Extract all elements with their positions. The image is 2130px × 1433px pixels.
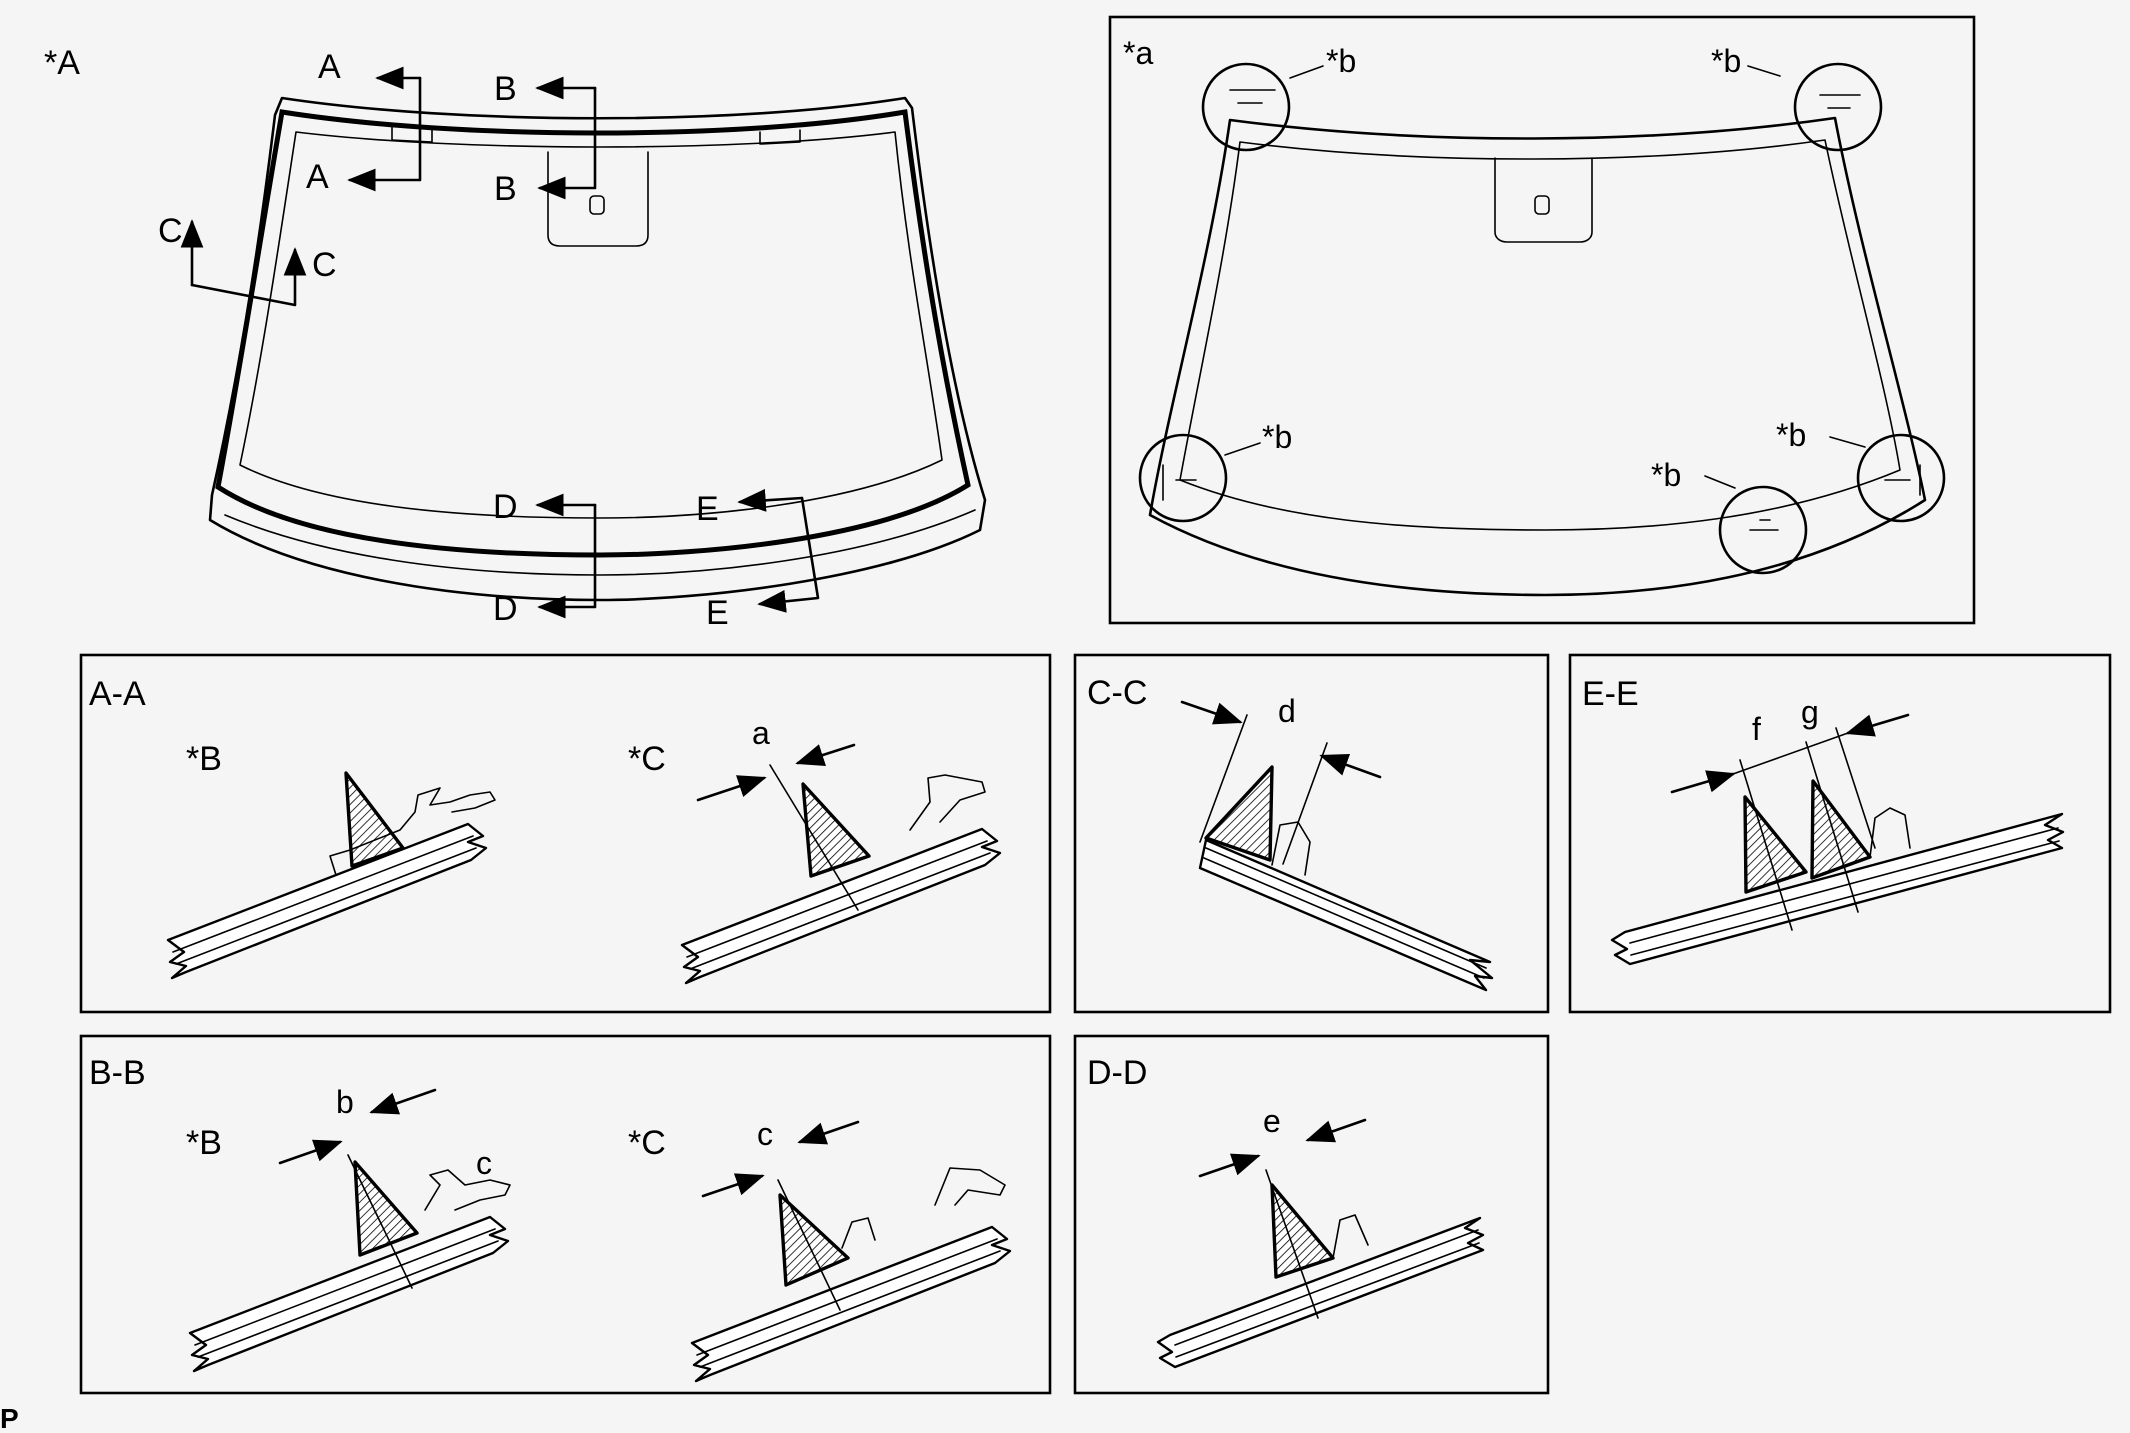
section-marker-e-bottom: E bbox=[706, 594, 729, 632]
c-c-adhesive bbox=[1204, 765, 1274, 862]
e-e-molding bbox=[1869, 807, 1911, 858]
footer-code: P bbox=[0, 1403, 19, 1433]
inset-windshield-outline bbox=[1148, 116, 1927, 597]
section-b-b-variant-c: *C bbox=[628, 1124, 666, 1162]
section-marker-d-bottom: D bbox=[493, 590, 518, 628]
section-marker-c-left: C bbox=[158, 212, 183, 250]
section-a-a-variant-b: *B bbox=[186, 740, 222, 778]
c-c-dim-d-label: d bbox=[1278, 693, 1296, 729]
e-e-dim-g bbox=[1845, 713, 1910, 737]
b-b-right-glass bbox=[690, 1225, 1012, 1383]
spacer-callout-lower-left bbox=[1138, 433, 1228, 523]
section-c-c-panel: C-C d bbox=[1073, 653, 1550, 1014]
spacer-label-5: *b bbox=[1776, 417, 1806, 453]
e-e-adhesive-1 bbox=[1743, 795, 1808, 894]
section-d-d-title: D-D bbox=[1087, 1054, 1147, 1092]
inset-mirror-mount bbox=[1494, 157, 1593, 243]
section-a-a-panel: A-A *B *C a bbox=[79, 653, 1052, 1014]
windshield-lower-edge bbox=[224, 509, 976, 576]
b-b-right-molding bbox=[841, 1167, 1006, 1249]
inset-label: *a bbox=[1123, 35, 1153, 71]
b-b-left-adhesive bbox=[353, 1160, 419, 1257]
section-e-e-title: E-E bbox=[1582, 675, 1639, 713]
section-marker-c-right: C bbox=[312, 246, 337, 284]
section-marker-a-bottom: A bbox=[306, 158, 329, 196]
mirror-sensor bbox=[589, 195, 605, 215]
section-line-d bbox=[537, 503, 597, 619]
section-a-a-frame bbox=[79, 653, 1052, 1014]
b-b-dim-c bbox=[701, 1173, 765, 1198]
b-b-note-c-label: c bbox=[476, 1145, 492, 1181]
a-a-left-glass bbox=[166, 822, 488, 980]
section-d-d-panel: D-D e bbox=[1073, 1034, 1550, 1395]
d-d-dim-e-label: e bbox=[1263, 1103, 1281, 1139]
a-a-dim-a-label: a bbox=[752, 715, 770, 751]
spacer-label-2: *b bbox=[1711, 43, 1741, 79]
spacer-callout-lower-center bbox=[1718, 485, 1808, 575]
a-a-right-molding bbox=[909, 774, 986, 831]
b-b-dim-c-label: c bbox=[757, 1116, 773, 1152]
section-marker-e-top: E bbox=[696, 490, 719, 528]
main-view-label: *A bbox=[44, 44, 80, 82]
e-e-dim-f bbox=[1670, 770, 1736, 794]
e-e-adhesive-2 bbox=[1810, 779, 1872, 880]
b-b-right-adhesive bbox=[778, 1193, 850, 1287]
spacer-label-4: *b bbox=[1651, 457, 1681, 493]
spacer-label-1: *b bbox=[1326, 43, 1356, 79]
a-a-left-adhesive bbox=[344, 771, 405, 868]
section-d-d-frame bbox=[1073, 1034, 1550, 1395]
d-d-dim-e bbox=[1198, 1153, 1261, 1178]
c-c-molding bbox=[1271, 821, 1311, 876]
spacer-label-3: *b bbox=[1262, 419, 1292, 455]
section-marker-d-top: D bbox=[493, 488, 518, 526]
section-e-e-frame bbox=[1568, 653, 2112, 1014]
section-marker-a-top: A bbox=[318, 48, 341, 86]
section-a-a-variant-c: *C bbox=[628, 740, 666, 778]
a-a-left-molding bbox=[329, 787, 496, 876]
inset-windshield-inner bbox=[1179, 139, 1901, 531]
d-d-molding bbox=[1332, 1214, 1369, 1259]
c-c-dim-d bbox=[1180, 700, 1243, 725]
section-e-e-panel: E-E f g bbox=[1568, 653, 2112, 1014]
section-a-a-title: A-A bbox=[89, 675, 146, 713]
left-clip bbox=[391, 126, 433, 143]
inset-spacer-view: *a *b *b *b *b *b bbox=[1108, 15, 1976, 625]
inset-mirror-sensor bbox=[1534, 195, 1550, 215]
section-b-b-frame bbox=[79, 1034, 1052, 1395]
section-c-c-frame bbox=[1073, 653, 1550, 1014]
windshield-outline bbox=[208, 96, 987, 602]
section-marker-b-bottom: B bbox=[494, 170, 517, 208]
e-e-glass bbox=[1610, 812, 2065, 966]
right-clip bbox=[759, 129, 801, 145]
section-c-c-title: C-C bbox=[1087, 674, 1147, 712]
windshield-molding bbox=[215, 109, 971, 558]
main-windshield-view: *A A A B B C C D D E E bbox=[44, 44, 987, 632]
c-c-glass bbox=[1198, 838, 1494, 992]
section-line-e bbox=[757, 496, 820, 613]
rear-view-mirror-mount bbox=[547, 151, 649, 247]
spacer-callout-upper-left bbox=[1201, 62, 1291, 152]
section-marker-b-top: B bbox=[494, 70, 517, 108]
section-line-b bbox=[537, 86, 597, 200]
a-a-dim-a bbox=[696, 775, 767, 802]
e-e-dim-f-label: f bbox=[1752, 711, 1761, 747]
b-b-left-molding bbox=[424, 1169, 511, 1211]
e-e-dim-g-label: g bbox=[1801, 694, 1819, 730]
inset-frame bbox=[1108, 15, 1976, 625]
section-b-b-variant-b: *B bbox=[186, 1124, 222, 1162]
b-b-dim-b-label: b bbox=[336, 1084, 354, 1120]
section-line-a bbox=[347, 76, 422, 192]
windshield-ceramic-border bbox=[239, 131, 943, 519]
spacer-callout-lower-right bbox=[1856, 433, 1946, 523]
d-d-glass bbox=[1156, 1216, 1485, 1369]
spacer-callout-upper-right bbox=[1793, 62, 1883, 152]
a-a-right-adhesive bbox=[801, 782, 871, 878]
section-b-b-title: B-B bbox=[89, 1054, 146, 1092]
d-d-adhesive bbox=[1270, 1183, 1335, 1279]
section-b-b-panel: B-B *B *C b c c bbox=[79, 1034, 1052, 1395]
b-b-left-glass bbox=[188, 1215, 510, 1373]
b-b-dim-b bbox=[278, 1139, 343, 1165]
